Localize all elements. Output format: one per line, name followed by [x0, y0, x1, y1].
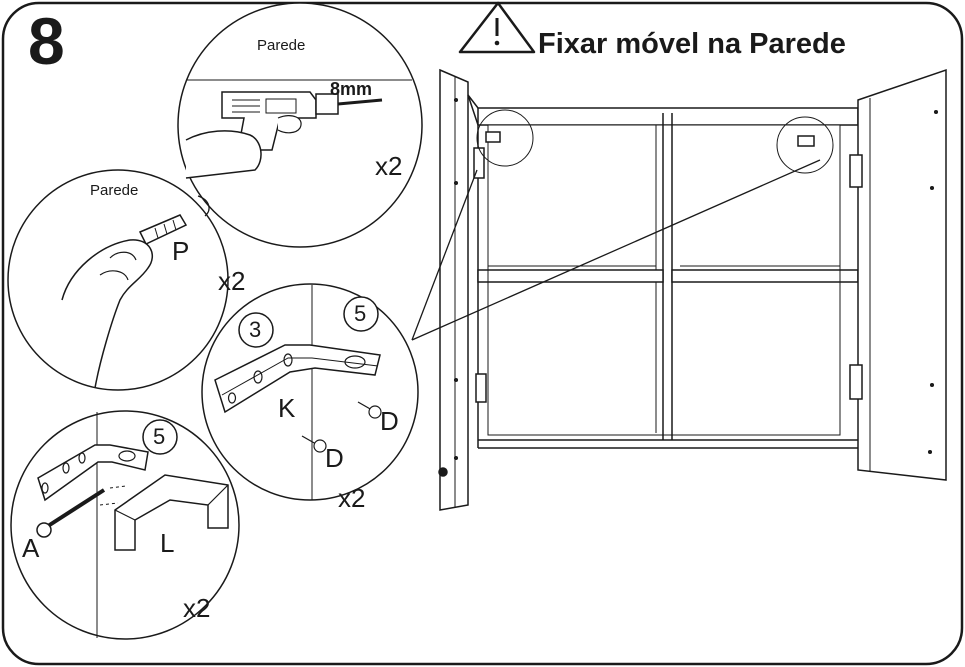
mount-count: x2	[183, 593, 211, 623]
cabinet-illustration	[411, 68, 947, 511]
step-number: 8	[28, 4, 65, 78]
screw-d-label-1: D	[380, 406, 399, 436]
bracket-count: x2	[338, 483, 366, 513]
warning-triangle-icon	[458, 1, 536, 54]
drill-count: x2	[375, 151, 403, 181]
part-number-5: 5	[354, 301, 367, 326]
drill-bit-size: 8mm	[330, 79, 373, 99]
drill-wall-label: Parede	[257, 37, 306, 54]
screw-a-label: A	[22, 533, 40, 563]
part-number-3: 3	[249, 317, 262, 342]
mount-panel	[10, 410, 240, 640]
bracket-panel	[201, 283, 419, 501]
mount-part-number-5: 5	[153, 424, 166, 449]
plug-panel	[7, 169, 229, 391]
plug-count: x2	[218, 266, 246, 296]
page-title: Fixar móvel na Parede	[538, 28, 846, 60]
plug-wall-label: Parede	[90, 182, 139, 199]
bracket-k-label: K	[278, 393, 296, 423]
drill-panel	[177, 2, 423, 248]
block-l-label: L	[160, 528, 175, 558]
screw-d-label-2: D	[325, 443, 344, 473]
plug-part-label: P	[172, 236, 190, 266]
